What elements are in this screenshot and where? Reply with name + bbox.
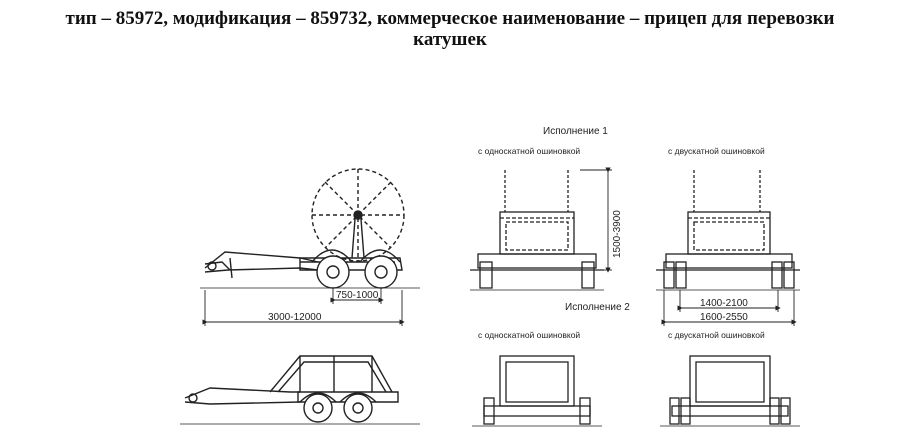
- dimension-lines-side: [202, 288, 405, 326]
- rear-view-v1-dual: [656, 170, 800, 291]
- side-view-frame: [180, 355, 420, 425]
- dim-track-width: 1400-2100: [700, 298, 748, 309]
- variant-1-single-tire-label: с односкатной ошиновкой: [478, 146, 580, 156]
- rear-view-v2-dual: [660, 355, 800, 427]
- dim-overall-length: 3000-12000: [268, 312, 322, 323]
- dim-overall-width: 1600-2550: [700, 312, 748, 323]
- variant-1-dual-tire-label: с двускатной ошиновкой: [668, 146, 765, 156]
- variant-1-title: Исполнение 1: [543, 126, 608, 137]
- rear-view-v2-single: [472, 355, 602, 427]
- side-view-with-reel: [200, 168, 420, 289]
- rear-view-v1-single: [470, 170, 604, 291]
- variant-2-dual-tire-label: с двускатной ошиновкой: [668, 330, 765, 340]
- heading-line-1: тип – 85972, модификация – 859732, комме…: [65, 8, 835, 29]
- dimension-height: [580, 167, 612, 273]
- dimension-widths: [661, 290, 797, 326]
- document-heading: тип – 85972, модификация – 859732, комме…: [0, 8, 900, 50]
- variant-2-single-tire-label: с односкатной ошиновкой: [478, 330, 580, 340]
- dim-axle-spacing: 750-1000: [336, 290, 379, 301]
- heading-line-2: катушек: [413, 29, 487, 50]
- dim-height: 1500-3900: [612, 210, 623, 258]
- variant-2-title: Исполнение 2: [565, 302, 630, 313]
